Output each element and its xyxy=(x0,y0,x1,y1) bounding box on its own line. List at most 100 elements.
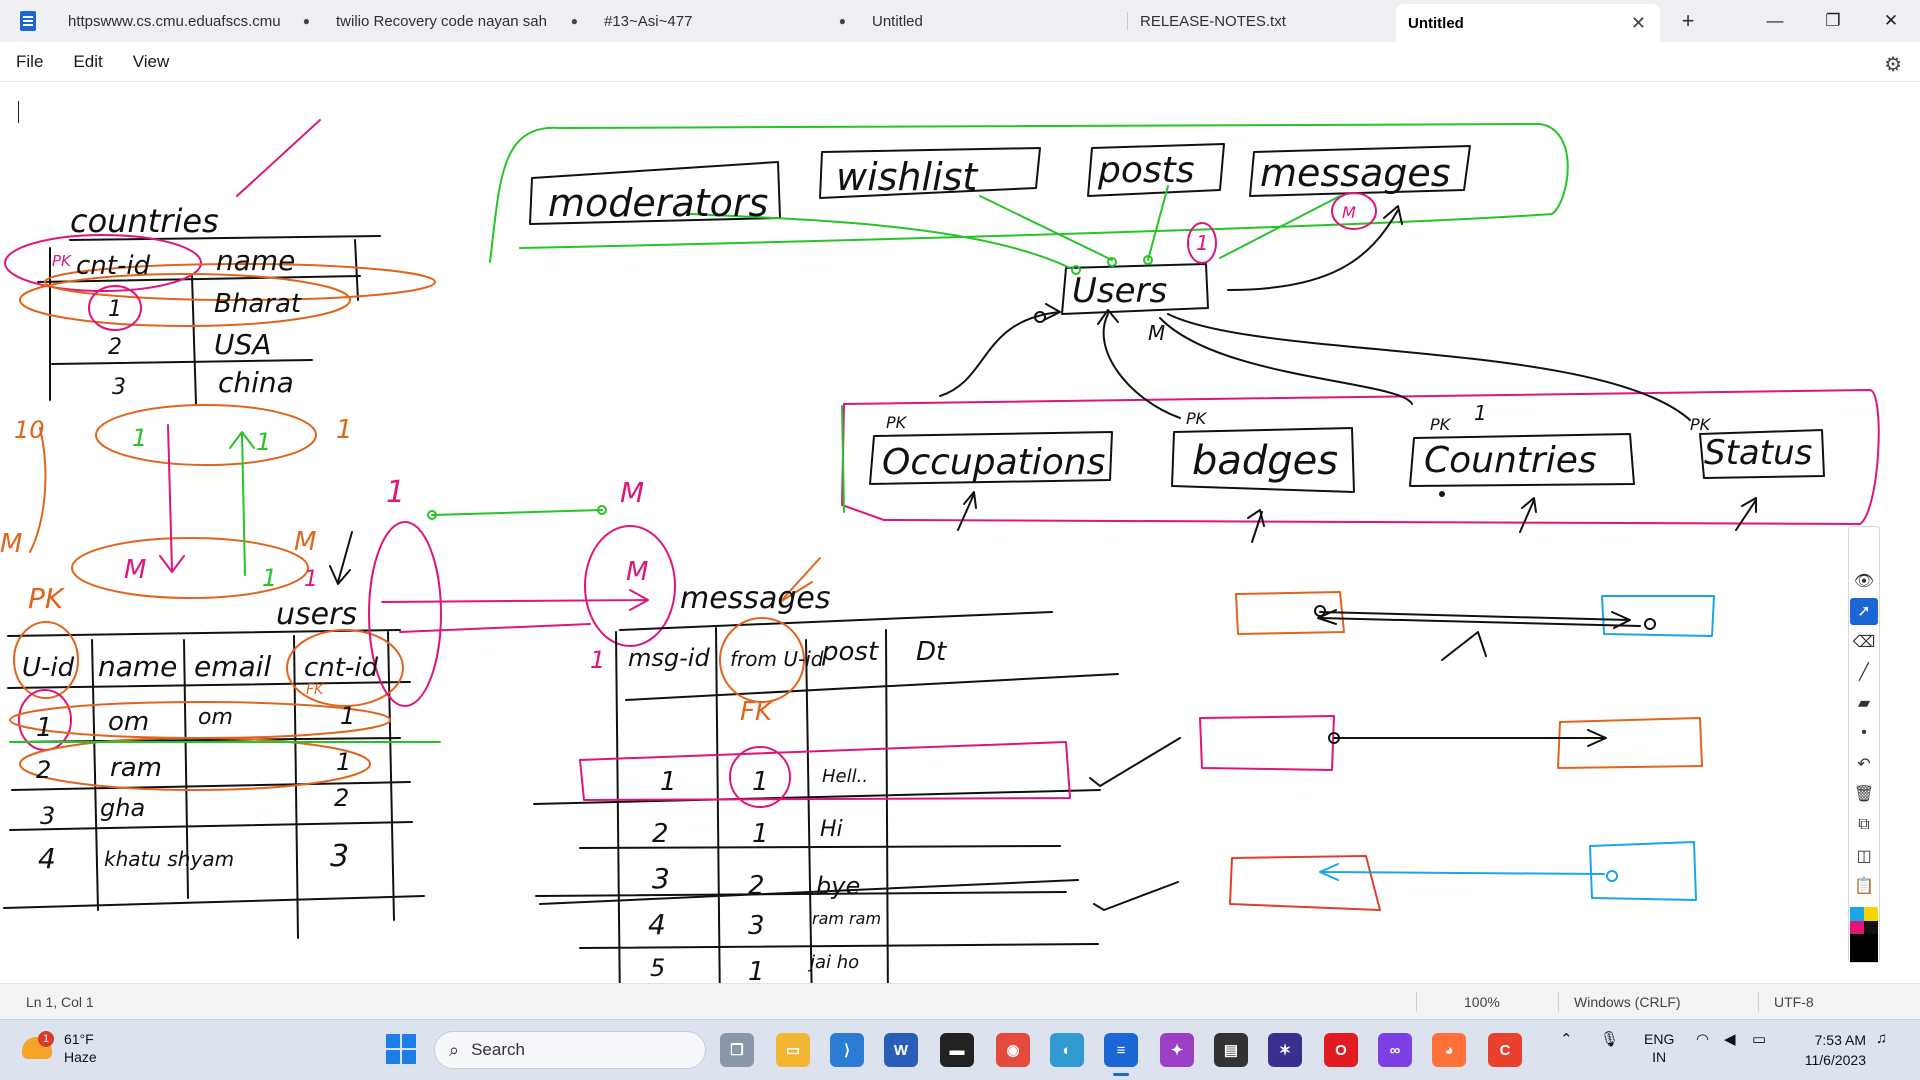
close-tab-icon[interactable]: ✕ xyxy=(1630,12,1646,33)
wifi-icon[interactable]: ◠ xyxy=(1696,1031,1710,1048)
unsaved-dot-icon: ● xyxy=(838,14,846,28)
svg-text:2: 2 xyxy=(334,784,349,812)
screenshot-icon[interactable]: ◫ xyxy=(1856,847,1872,865)
svg-text:1: 1 xyxy=(262,564,277,592)
new-tab-button[interactable]: + xyxy=(1681,8,1695,33)
microphone-icon[interactable]: 🎙 xyxy=(1600,1031,1620,1048)
trash-icon[interactable]: 🗑 xyxy=(1853,786,1875,804)
menu-file[interactable]: File xyxy=(16,51,44,71)
tab-5-active[interactable]: Untitled ✕ xyxy=(1396,4,1660,42)
svg-text:bye: bye xyxy=(816,872,860,900)
svg-text:1: 1 xyxy=(660,767,677,797)
edge-icon[interactable]: ◐ xyxy=(1050,1033,1084,1067)
svg-text:USA: USA xyxy=(214,328,271,361)
lang-bottom: IN xyxy=(1652,1049,1667,1065)
mysql-icon[interactable]: ▤ xyxy=(1214,1033,1248,1067)
svg-text:1: 1 xyxy=(752,767,769,797)
close-window-icon[interactable]: ✕ xyxy=(1883,11,1899,30)
svg-text:moderators: moderators xyxy=(548,181,768,225)
taskbar-search[interactable]: ⌕ Search xyxy=(434,1031,706,1069)
tab-label: Untitled xyxy=(872,12,923,30)
svg-text:1: 1 xyxy=(590,646,605,674)
tab-label: Untitled xyxy=(1408,14,1464,32)
tab-1[interactable]: twilio Recovery code nayan sah ● xyxy=(324,0,592,42)
clipboard-icon[interactable]: 📋 xyxy=(1854,878,1874,896)
svg-text:Bharat: Bharat xyxy=(214,289,302,319)
chrome-icon[interactable]: ◉ xyxy=(996,1033,1030,1067)
status-bar: Ln 1, Col 1 100% Windows (CRLF) UTF-8 xyxy=(0,983,1920,1019)
svg-text:badges: badges xyxy=(1192,438,1338,484)
countries-header-id: cnt-id xyxy=(76,251,151,281)
clock[interactable]: 7:53 AM 11/6/2023 xyxy=(1805,1030,1866,1070)
restore-icon[interactable]: ❐ xyxy=(1825,11,1841,30)
vscode-icon[interactable]: ⟩ xyxy=(830,1033,864,1067)
svg-text:Occupations: Occupations xyxy=(882,442,1105,483)
zoom-level[interactable]: 100% xyxy=(1464,994,1500,1010)
settings-gear-icon[interactable]: ⚙ xyxy=(1884,54,1902,76)
weather-widget[interactable]: 1 61°F Haze xyxy=(22,1030,97,1066)
svg-text:Hell..: Hell.. xyxy=(822,766,868,787)
svg-text:4: 4 xyxy=(648,908,666,941)
svg-text:1: 1 xyxy=(1196,231,1209,255)
firefox-icon[interactable]: ◕ xyxy=(1432,1033,1466,1067)
svg-text:from U-id: from U-id xyxy=(730,647,824,671)
weather-temp: 61°F xyxy=(64,1031,94,1047)
tab-4[interactable]: RELEASE-NOTES.txt xyxy=(1128,0,1396,42)
window-controls: — ❐ ✕ xyxy=(1746,0,1920,42)
word-icon[interactable]: W xyxy=(884,1033,918,1067)
ink-toolbar: 👁 ➚ ⌫ ╱ ▰ • ↶ 🗑 ⧉ ◫ 📋 xyxy=(1848,526,1880,963)
svg-text:cnt-id: cnt-id xyxy=(304,653,379,683)
svg-text:email: email xyxy=(194,650,271,683)
pen-thin-icon[interactable]: ╱ xyxy=(1859,664,1869,682)
volume-icon[interactable]: ◀ xyxy=(1724,1031,1736,1048)
tab-3[interactable]: Untitled xyxy=(860,0,1128,42)
line-ending[interactable]: Windows (CRLF) xyxy=(1574,994,1681,1010)
opera-icon[interactable]: O xyxy=(1324,1033,1358,1067)
copy-icon[interactable]: ⧉ xyxy=(1858,816,1870,834)
tab-0[interactable]: httpswww.cs.cmu.eduafscs.cmu ● xyxy=(56,0,324,42)
file-explorer-icon[interactable]: ▭ xyxy=(776,1033,810,1067)
svg-text:name: name xyxy=(98,650,177,683)
svg-text:1: 1 xyxy=(108,297,122,322)
menu-view[interactable]: View xyxy=(132,51,170,71)
taskbar: 1 61°F Haze ⌕ Search ❐ ▭ ⟩ W ▬ ◉ ◐ ≡ ✦ ▤… xyxy=(0,1019,1920,1080)
eye-icon[interactable]: 👁 xyxy=(1853,572,1875,590)
editor-area[interactable]: countries cnt-id name PK 1 Bharat 2 USA … xyxy=(0,83,1920,1000)
svg-text:1: 1 xyxy=(336,748,351,776)
encoding[interactable]: UTF-8 xyxy=(1774,994,1814,1010)
tray-chevron-icon[interactable]: ⌃ xyxy=(1560,1031,1573,1048)
svg-text:om: om xyxy=(198,705,233,730)
undo-icon[interactable]: ↶ xyxy=(1857,755,1871,773)
dot-size-icon[interactable]: • xyxy=(1861,724,1867,742)
notepad-taskbar-icon[interactable]: ≡ xyxy=(1104,1033,1138,1076)
svg-text:1: 1 xyxy=(1474,401,1487,425)
start-button-icon[interactable] xyxy=(386,1034,416,1064)
svg-text:post: post xyxy=(821,637,879,667)
svg-text:5: 5 xyxy=(650,954,665,982)
highlighter-icon[interactable]: ▰ xyxy=(1857,694,1871,712)
lang-top: ENG xyxy=(1644,1031,1675,1047)
tab-2[interactable]: #13~Asi~477 ● xyxy=(592,0,860,42)
app-purple-icon[interactable]: ∞ xyxy=(1378,1033,1412,1067)
app-blue-icon[interactable]: ✶ xyxy=(1268,1033,1302,1067)
clock-date: 11/6/2023 xyxy=(1804,1052,1866,1068)
users-table-title: users xyxy=(276,597,357,632)
tab-label: #13~Asi~477 xyxy=(604,12,693,30)
app-red-icon[interactable]: C xyxy=(1488,1033,1522,1067)
svg-text:gha: gha xyxy=(100,794,145,822)
task-view-icon[interactable]: ❐ xyxy=(720,1033,754,1067)
select-cursor-icon[interactable]: ➚ xyxy=(1850,597,1878,626)
menu-edit[interactable]: Edit xyxy=(73,51,103,71)
svg-text:1: 1 xyxy=(132,424,147,452)
tab-label: RELEASE-NOTES.txt xyxy=(1140,12,1286,30)
notification-bell-icon[interactable]: ♫ xyxy=(1876,1030,1888,1047)
language-indicator[interactable]: ENG IN xyxy=(1644,1030,1674,1066)
battery-icon[interactable]: ▭ xyxy=(1752,1031,1767,1048)
eraser-icon[interactable]: ⌫ xyxy=(1852,633,1876,651)
terminal-icon[interactable]: ▬ xyxy=(940,1033,974,1067)
minimize-icon[interactable]: — xyxy=(1766,11,1784,30)
app-pink-icon[interactable]: ✦ xyxy=(1160,1033,1194,1067)
svg-text:ram ram: ram ram xyxy=(812,909,881,928)
color-palette[interactable] xyxy=(1850,906,1878,962)
svg-text:3: 3 xyxy=(40,802,55,830)
